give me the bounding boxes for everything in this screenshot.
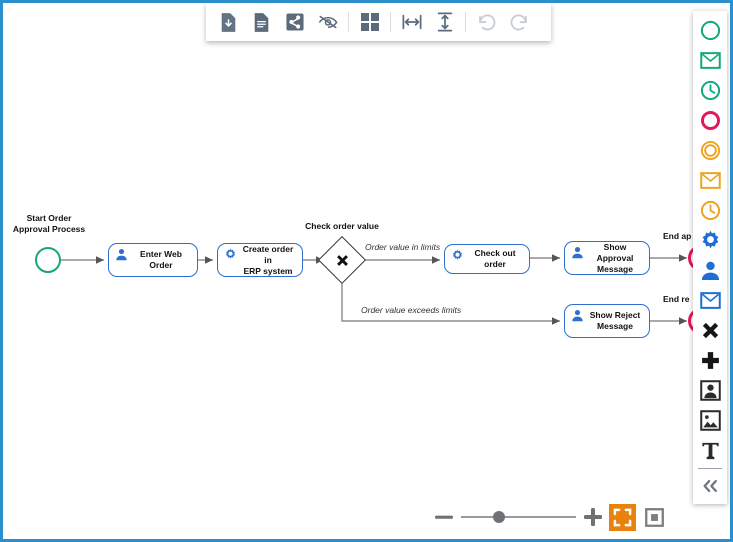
- gateway-label: Check order value: [305, 221, 379, 231]
- task-show-reject-message[interactable]: Show Reject Message: [564, 304, 650, 338]
- end-event-icon[interactable]: [695, 105, 725, 135]
- undo-icon[interactable]: [470, 7, 503, 37]
- diagram-connections: [61, 254, 687, 325]
- zoom-slider[interactable]: [461, 506, 576, 528]
- hide-eye-slash-icon[interactable]: [311, 7, 344, 37]
- toolbar-separator: [465, 12, 466, 32]
- actual-size-button[interactable]: [641, 504, 668, 531]
- task-label: Show Approval Message: [596, 241, 634, 274]
- service-task-icon: [450, 248, 464, 262]
- task-label: Check out order: [474, 248, 516, 269]
- toolbar-separator: [390, 12, 391, 32]
- export-download-icon[interactable]: [212, 7, 245, 37]
- distribute-horizontal-icon[interactable]: [395, 7, 428, 37]
- user-task-icon: [114, 247, 128, 261]
- collapse-palette-icon[interactable]: [695, 471, 725, 501]
- end-event-approved-label: End ap: [663, 231, 692, 241]
- zoom-out-button[interactable]: [433, 506, 455, 528]
- user-task-icon: [570, 308, 584, 322]
- pool-participant-icon[interactable]: [695, 375, 725, 405]
- diagram-canvas[interactable]: Start Order Approval Process Enter Web O…: [3, 3, 730, 539]
- parallel-gateway-icon[interactable]: [695, 345, 725, 375]
- task-enter-web-order[interactable]: Enter Web Order: [108, 243, 198, 277]
- task-label: Create order in ERP system: [242, 243, 294, 276]
- redo-icon[interactable]: [503, 7, 536, 37]
- fit-to-screen-button[interactable]: [609, 503, 636, 531]
- start-event[interactable]: [35, 247, 61, 273]
- user-task-icon: [570, 245, 584, 259]
- service-task-icon: [223, 247, 237, 261]
- text-annotation-icon[interactable]: [695, 435, 725, 465]
- service-task-icon[interactable]: [695, 225, 725, 255]
- task-create-order-erp[interactable]: Create order in ERP system: [217, 243, 303, 277]
- grid-layout-icon[interactable]: [353, 7, 386, 37]
- start-message-event-icon[interactable]: [695, 45, 725, 75]
- palette-separator: [698, 468, 722, 469]
- share-icon[interactable]: [278, 7, 311, 37]
- end-event-rejected-label: End re: [663, 294, 690, 304]
- image-icon[interactable]: [695, 405, 725, 435]
- top-toolbar: [206, 3, 551, 41]
- start-event-label: Start Order Approval Process: [12, 213, 86, 234]
- intermediate-message-event-icon[interactable]: [695, 165, 725, 195]
- edge-label-in-limits: Order value in limits: [365, 242, 441, 252]
- task-show-approval-message[interactable]: Show Approval Message: [564, 241, 650, 275]
- zoom-in-button[interactable]: [582, 506, 604, 528]
- exclusive-gateway-x-icon: [325, 243, 359, 277]
- intermediate-timer-event-icon[interactable]: [695, 195, 725, 225]
- send-task-icon[interactable]: [695, 285, 725, 315]
- start-timer-event-icon[interactable]: [695, 75, 725, 105]
- element-palette: [693, 11, 727, 504]
- task-label: Enter Web Order: [140, 249, 182, 270]
- zoom-controls: [433, 501, 698, 533]
- toolbar-separator: [348, 12, 349, 32]
- task-check-out-order[interactable]: Check out order: [444, 244, 530, 274]
- zoom-slider-handle[interactable]: [493, 511, 506, 523]
- edge-label-exceeds-limits: Order value exceeds limits: [361, 305, 462, 315]
- exclusive-gateway-icon[interactable]: [695, 315, 725, 345]
- intermediate-event-icon[interactable]: [695, 135, 725, 165]
- user-task-icon[interactable]: [695, 255, 725, 285]
- distribute-vertical-icon[interactable]: [428, 7, 461, 37]
- task-label: Show Reject Message: [589, 310, 641, 331]
- document-icon[interactable]: [245, 7, 278, 37]
- zoom-slider-track: [461, 516, 576, 518]
- start-event-icon[interactable]: [695, 15, 725, 45]
